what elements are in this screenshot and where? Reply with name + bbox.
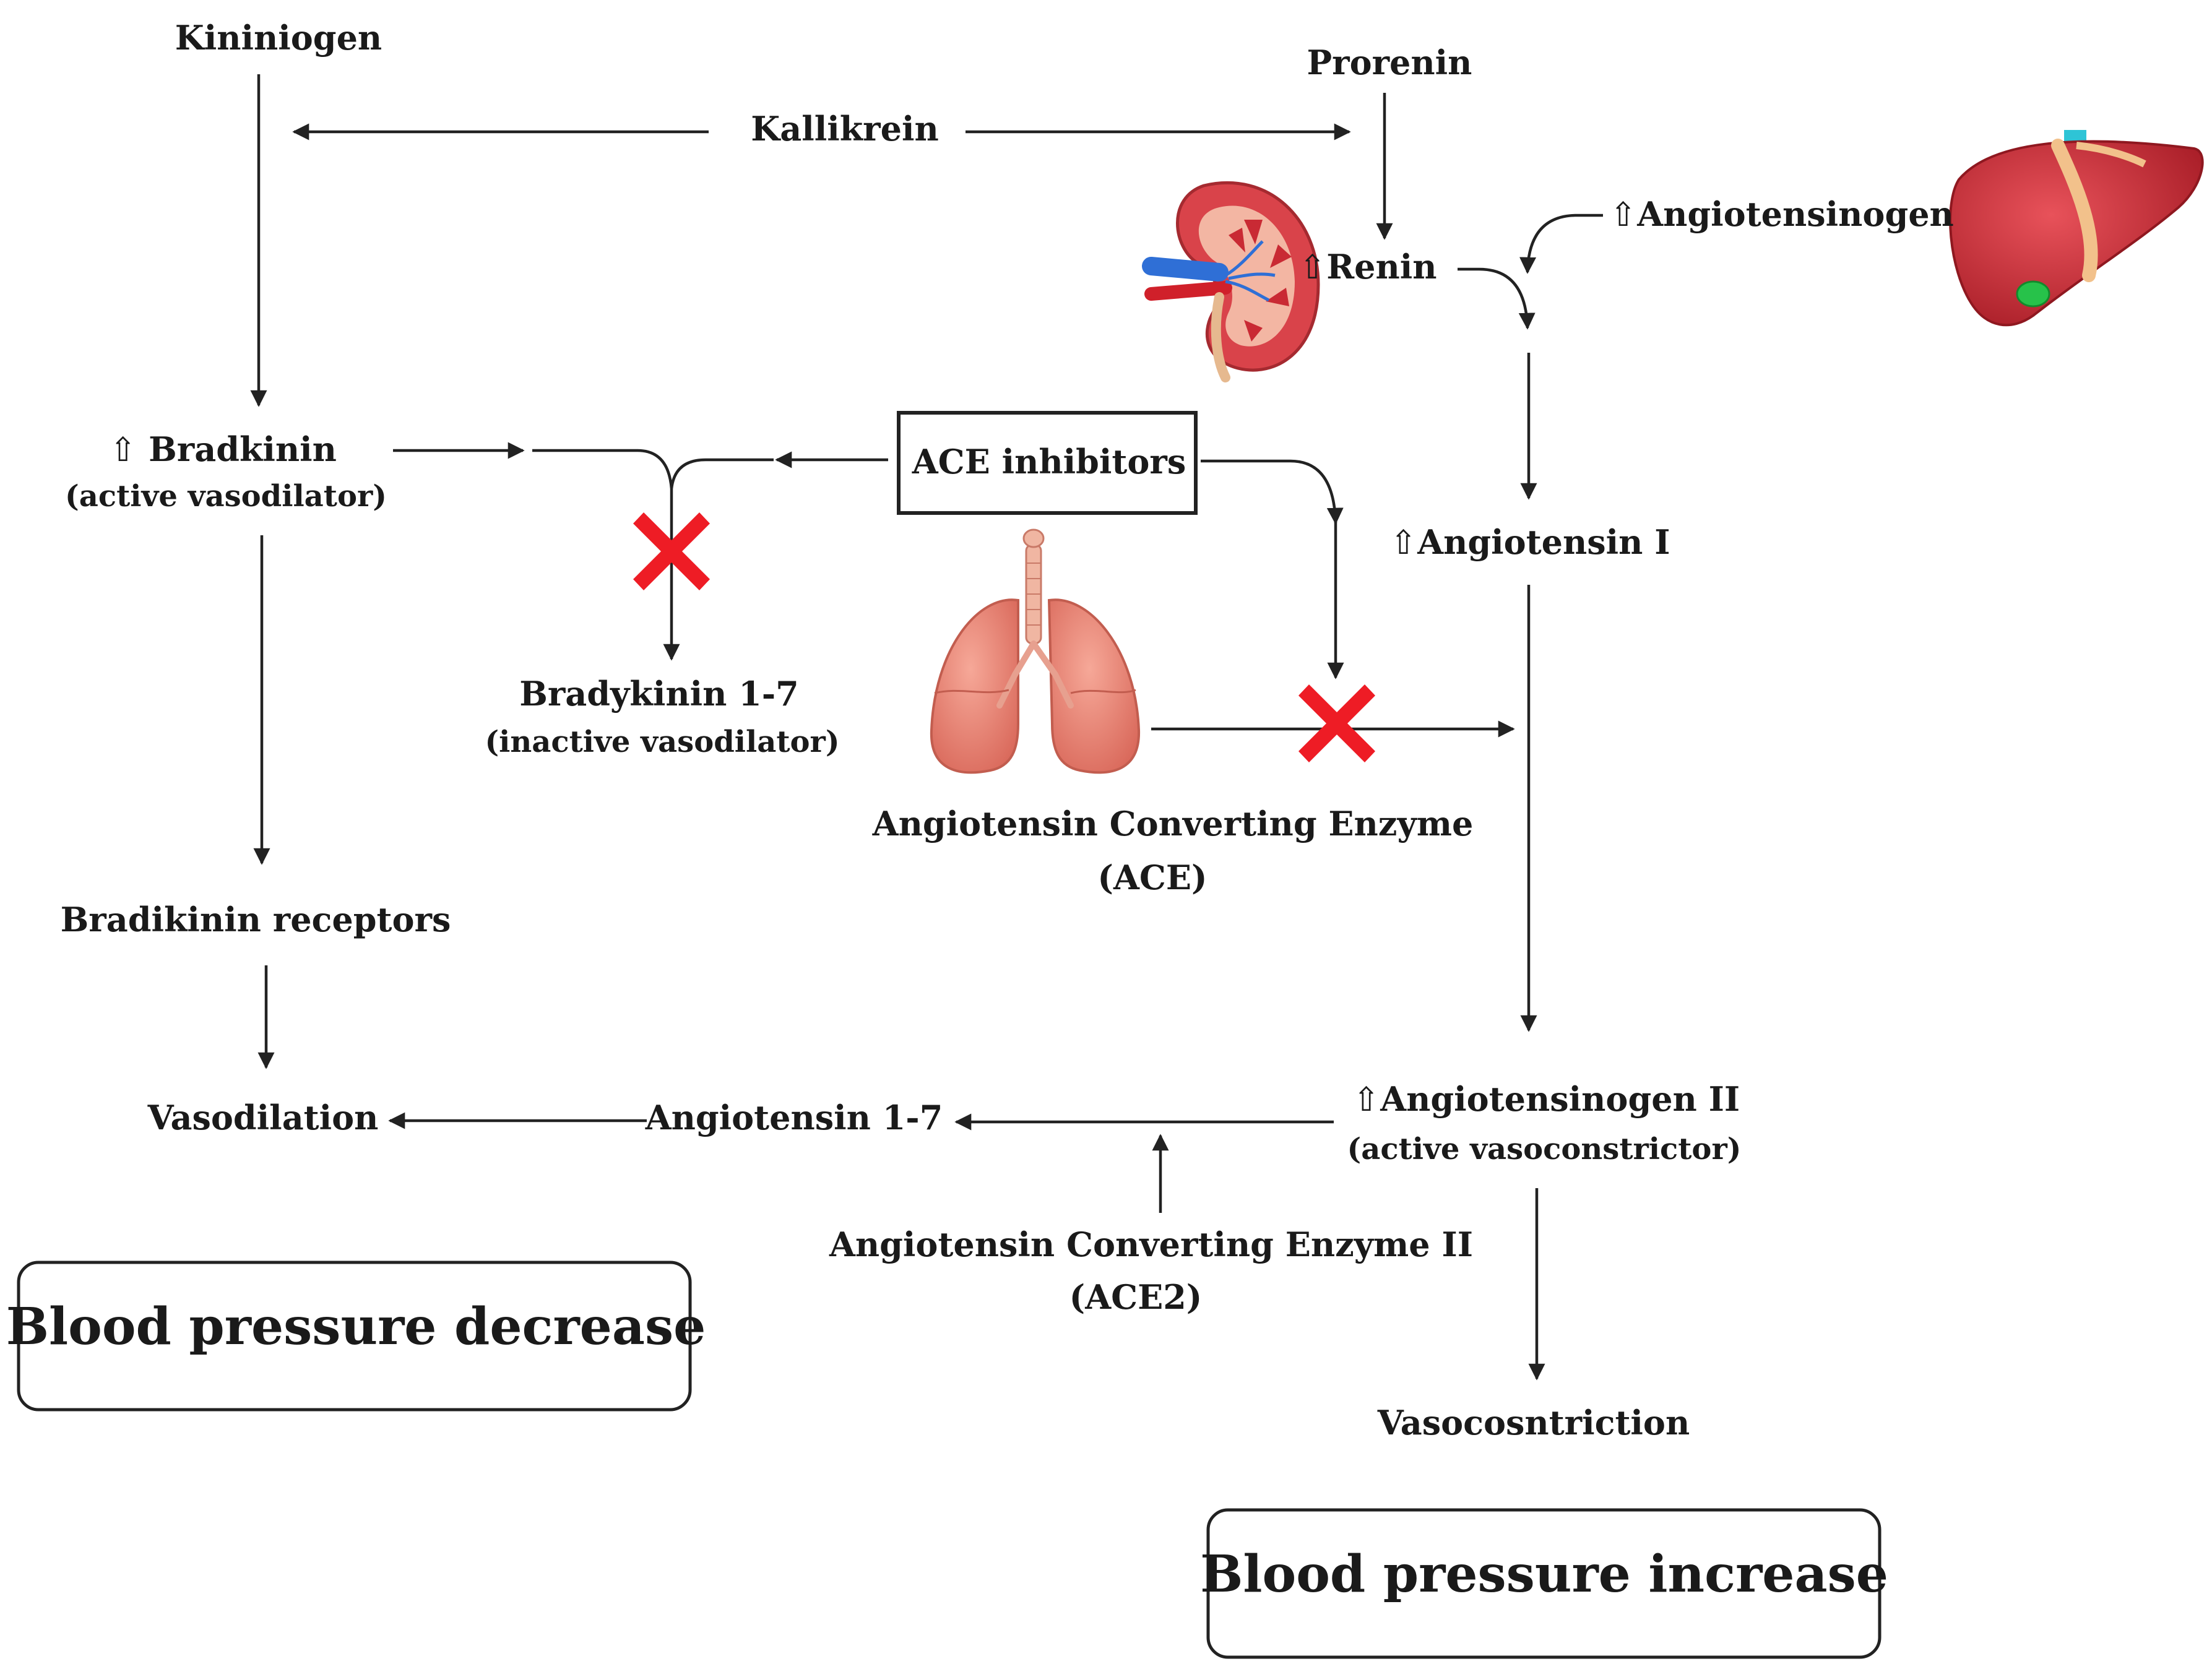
liver-icon: [1949, 130, 2204, 327]
arrow-angiotensinogen-merge: [1519, 213, 1603, 274]
label-ace2-line2: (ACE2): [1069, 1277, 1203, 1317]
label-angiotensin-i: ⇧Angiotensin I: [1389, 522, 1670, 562]
label-prorenin: Prorenin: [1307, 43, 1472, 82]
label-vasoconstriction: Vasocosntriction: [1377, 1403, 1690, 1442]
ace-inhibitors-box: [897, 411, 1198, 515]
label-bradykinin17-sub: (inactive vasodilator): [485, 725, 839, 759]
bp-decrease-box: [17, 1261, 692, 1412]
label-ace-line1: Angiotensin Converting Enzyme: [872, 804, 1474, 843]
label-bp-increase: Blood pressure increase: [1200, 1545, 1888, 1604]
bp-increase-box: [1206, 1508, 1881, 1659]
label-ace-line2: (ACE): [1097, 858, 1207, 897]
label-vasodilation: Vasodilation: [147, 1098, 379, 1137]
label-renin: ⇧Renin: [1298, 247, 1437, 287]
red-x-icon: [1298, 684, 1375, 762]
label-kallikrein: Kallikrein: [751, 109, 938, 149]
arrow-renin-merge: [1458, 267, 1536, 330]
arrow-fork-bradykinin17: [532, 449, 774, 489]
lungs-icon: [930, 528, 1141, 774]
label-kininiogen: Kininiogen: [175, 18, 382, 58]
label-bp-decrease: Blood pressure decrease: [6, 1297, 706, 1356]
label-angiotensinogen-ii-sub: (active vasoconstrictor): [1347, 1132, 1742, 1166]
kidney-icon: [1142, 181, 1320, 382]
arrow-ace-inhibitors-right: [1201, 459, 1344, 525]
label-bradikinin-receptors: Bradikinin receptors: [61, 900, 451, 939]
label-angiotensin17: Angiotensin 1-7: [645, 1098, 943, 1137]
label-angiotensinogen-ii: ⇧Angiotensinogen II: [1352, 1079, 1740, 1119]
label-ace2-line1: Angiotensin Converting Enzyme II: [829, 1225, 1473, 1264]
label-bradkinin: ⇧ Bradkinin: [109, 429, 337, 469]
label-ace-inhibitors: ACE inhibitors: [912, 442, 1186, 481]
label-bradkinin-sub: (active vasodilator): [65, 479, 387, 514]
label-angiotensinogen: ⇧Angiotensinogen: [1609, 194, 1954, 234]
label-bradykinin17: Bradykinin 1-7: [519, 674, 799, 713]
